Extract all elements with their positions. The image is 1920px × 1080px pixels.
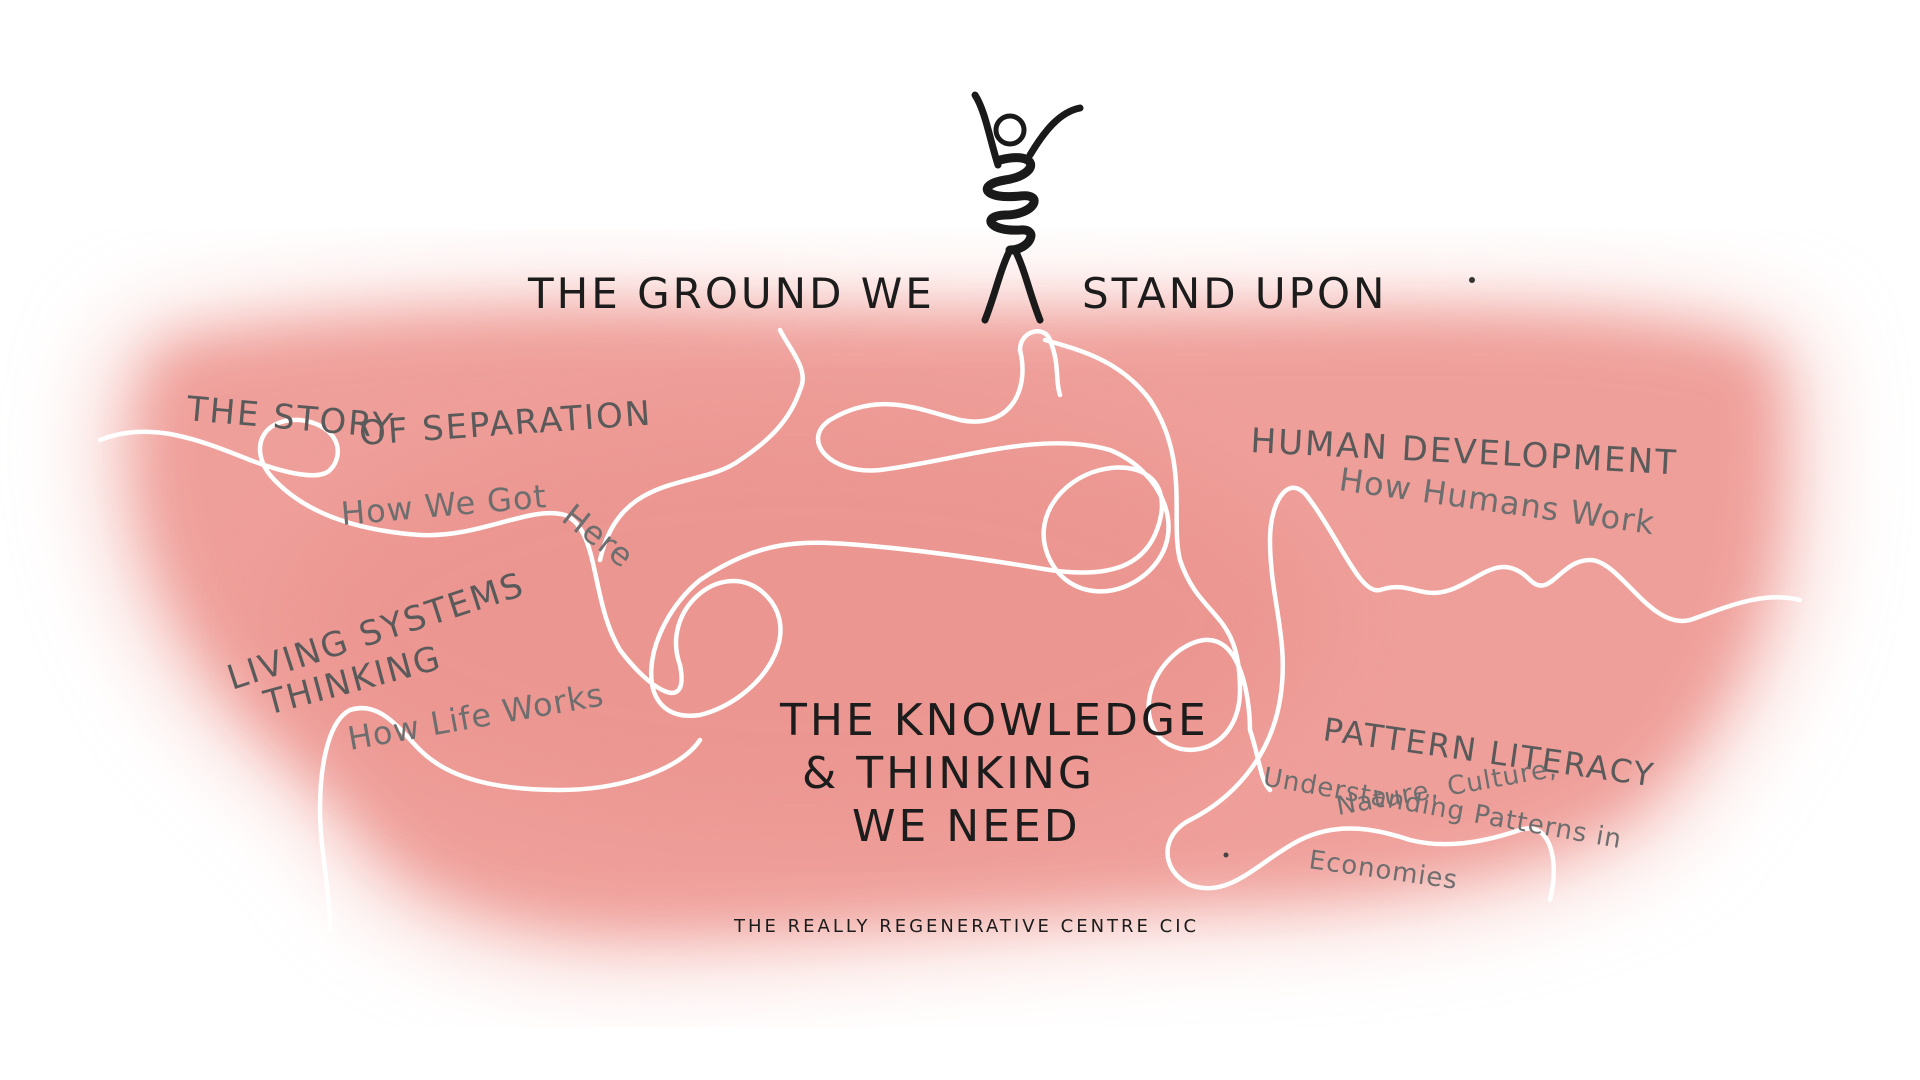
ink-dot [1223, 852, 1229, 858]
center-line-1: THE KNOWLEDGE [779, 695, 1209, 746]
footer-credit: THE REALLY REGENERATIVE CENTRE CIC [733, 916, 1199, 937]
title-right: STAND UPON [1082, 269, 1387, 318]
river-lines [97, 327, 1803, 933]
center-line-3: WE NEED [852, 801, 1081, 852]
ink-dot [1469, 277, 1475, 283]
header-title: THE GROUND WE STAND UPON [527, 269, 1387, 318]
stick-figure-arms-raised-icon [971, 91, 1084, 324]
title-left: THE GROUND WE [527, 269, 935, 318]
watercolor-wash [103, 296, 1808, 961]
center-line-2: & THINKING [802, 748, 1095, 799]
center-statement: THE KNOWLEDGE & THINKING WE NEED [779, 695, 1209, 852]
topic-story-of-separation: THE STORY OF SEPARATION How We Got Here [184, 389, 653, 575]
